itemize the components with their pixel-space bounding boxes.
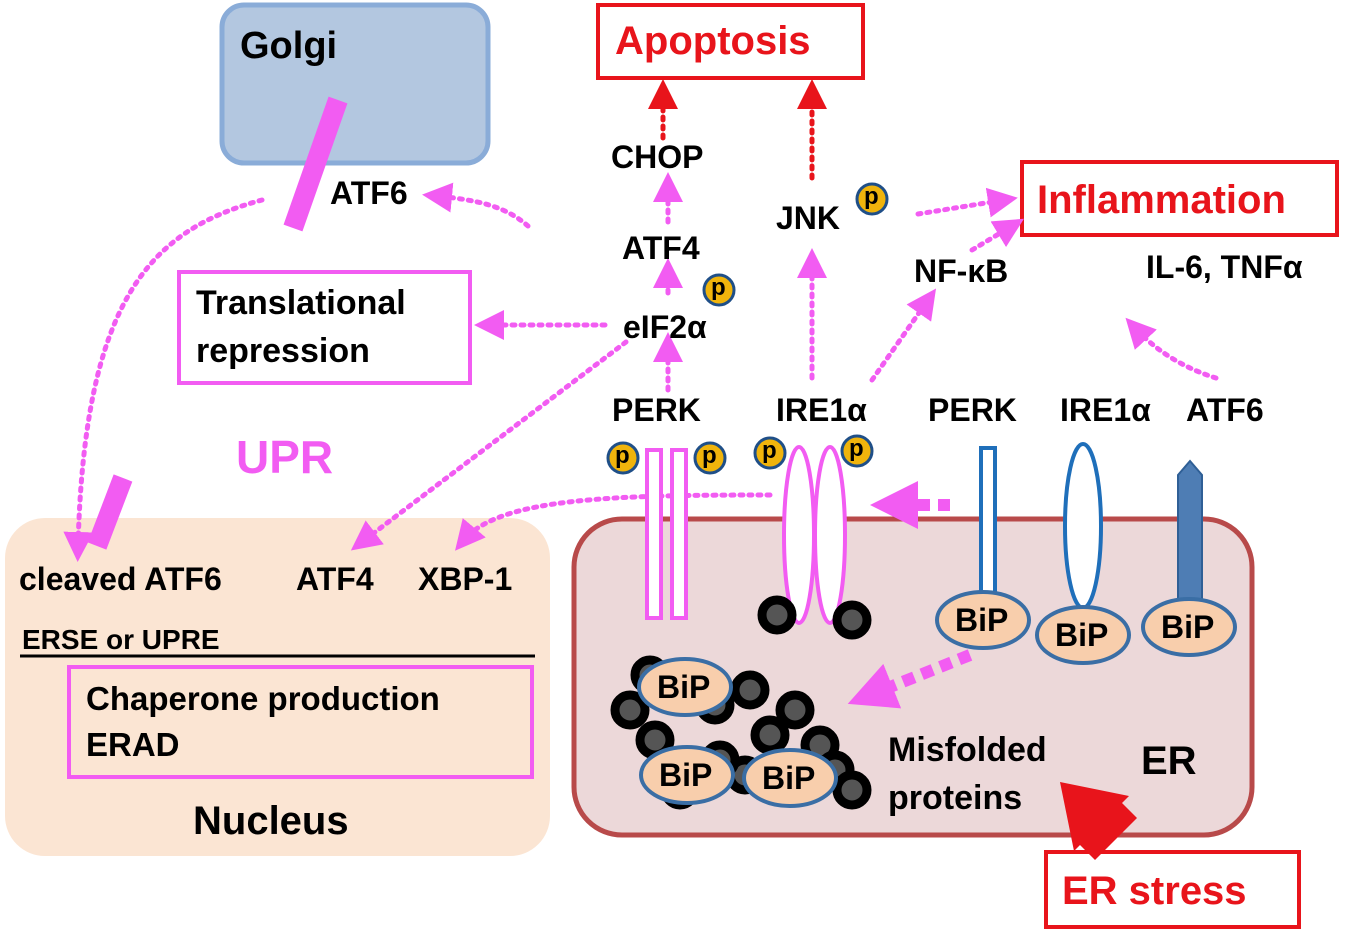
perk-active-bar-left — [645, 448, 663, 620]
eif2a-label: eIF2α — [623, 309, 707, 345]
phospho-label-perk-right: p — [702, 442, 717, 469]
phospho-perk-right — [693, 441, 727, 475]
ire1a-inactive-oval — [1063, 442, 1103, 610]
phospho-label-jnk: p — [864, 183, 879, 210]
ire1a-active-oval-left — [782, 445, 816, 625]
nucleus-atf6-bar-icon — [87, 474, 133, 550]
golgi-atf6-bar-icon — [283, 96, 348, 232]
perk-inactive-label: PERK — [928, 392, 1017, 428]
erad-label: ERAD — [86, 726, 180, 763]
translational-repression-box — [177, 270, 472, 385]
bip-misfolded-3 — [742, 748, 838, 808]
golgi-label: Golgi — [240, 25, 338, 67]
upr-label: UPR — [236, 431, 334, 483]
inflammation-label: Inflammation — [1037, 178, 1286, 222]
phospho-ire1-right — [840, 434, 874, 468]
arrow-golgi-to-nucleus — [63, 197, 265, 562]
bip-label-perk: BiP — [955, 602, 1009, 638]
bip-atf6 — [1141, 597, 1237, 657]
atf6-inactive-bar — [1177, 459, 1203, 607]
phospho-jnk — [855, 182, 889, 216]
phospho-label-eif2a: p — [711, 274, 726, 301]
perk-active-label: PERK — [612, 392, 701, 428]
bip-label-misfolded-1: BiP — [657, 669, 711, 705]
arrow-bip-to-misfolded — [847, 649, 973, 709]
chop-label: CHOP — [611, 139, 704, 175]
atf4-nucleus-label: ATF4 — [296, 561, 374, 597]
jnk-label: JNK — [776, 200, 841, 236]
arrow-to-atf6-golgi — [422, 182, 531, 229]
phospho-group — [606, 182, 889, 475]
arrow-eif2a-to-atf4-nucleus — [350, 339, 629, 551]
apoptosis-box — [596, 3, 865, 80]
phospho-label-perk-left: p — [615, 442, 630, 469]
cleaved-atf6-label: cleaved ATF6 — [19, 561, 222, 597]
arrow-atf6-to-cytokines — [1125, 317, 1219, 381]
chaperone-box — [67, 665, 534, 779]
er-stress-arrow-icon — [1060, 782, 1137, 860]
phospho-label-ire1-left: p — [762, 437, 777, 464]
atf4-cyto-label: ATF4 — [622, 230, 700, 266]
phospho-ire1-left — [753, 436, 787, 470]
er-stress-label: ER stress — [1062, 869, 1247, 913]
nucleus-box — [5, 518, 550, 856]
perk-active-bar-right — [670, 448, 688, 620]
er-stress-box — [1044, 850, 1301, 929]
atf6-golgi-label: ATF6 — [330, 175, 408, 211]
bip-label-ire1a: BiP — [1055, 617, 1109, 653]
apoptosis-label: Apoptosis — [615, 19, 811, 63]
bip-release-arrows — [847, 481, 973, 709]
phospho-label-ire1-right: p — [849, 435, 864, 462]
misfolded-label: Misfolded — [888, 731, 1047, 769]
arrow-ire1-to-nfkb — [869, 288, 937, 383]
translational-label: Translational — [196, 284, 406, 322]
phospho-perk-left — [606, 441, 640, 475]
ire1a-active-label: IRE1α — [776, 392, 867, 428]
ire1a-inactive-label: IRE1α — [1060, 392, 1151, 428]
bip-label-misfolded-2: BiP — [659, 757, 713, 793]
perk-inactive-bar — [979, 446, 997, 610]
bip-label-misfolded-3: BiP — [762, 760, 816, 796]
cytokines-label: IL-6, TNFα — [1146, 249, 1303, 285]
xbp1-label: XBP-1 — [418, 561, 513, 597]
bip-misfolded-1 — [637, 657, 733, 717]
repression-label: repression — [196, 332, 370, 370]
bip-label-atf6: BiP — [1161, 609, 1215, 645]
inflammation-box — [1020, 160, 1339, 237]
ire1a-active-oval-right — [813, 445, 847, 625]
bip-group — [637, 590, 1237, 808]
phospho-eif2a — [702, 273, 736, 307]
bip-ire1a — [1035, 605, 1131, 665]
er-label: ER — [1141, 739, 1197, 783]
proteins-label: proteins — [888, 779, 1023, 817]
erse-label: ERSE or UPRE — [22, 624, 220, 655]
bip-perk — [935, 590, 1031, 650]
atf6-inactive-label: ATF6 — [1186, 392, 1264, 428]
arrow-nfkb-to-inflammation — [969, 218, 1025, 253]
arrow-jnk-to-inflammation — [915, 187, 1018, 218]
nfkb-label: NF-κB — [914, 253, 1009, 289]
signal-arrows — [63, 172, 1219, 562]
chaperone-production-label: Chaperone production — [86, 680, 440, 717]
arrow-to-xbp1 — [454, 492, 773, 551]
nucleus-label: Nucleus — [193, 799, 349, 843]
apoptosis-arrows — [648, 79, 827, 181]
bip-misfolded-2 — [639, 745, 735, 805]
golgi-box — [219, 2, 491, 166]
